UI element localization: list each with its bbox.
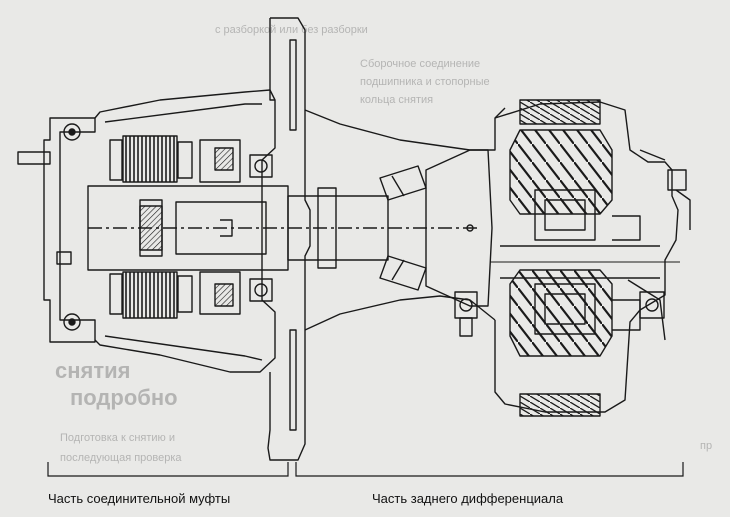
coupling-flange — [43, 117, 96, 343]
differential-neck-top — [304, 107, 506, 151]
coupling-bracket — [47, 462, 289, 477]
side-gear-block-bottom — [534, 283, 596, 335]
electromagnet-bottom — [199, 271, 241, 315]
ghost-text-5: Подготовка к снятию и — [60, 432, 175, 444]
drive-pinion — [425, 149, 493, 307]
ghost-text-7: пр — [700, 440, 713, 452]
bearing-coupling-bottom — [249, 278, 273, 302]
helical-gear-bottom — [509, 269, 613, 357]
ghost-text-4: кольца снятия — [360, 94, 434, 106]
side-bearing-left — [454, 291, 478, 319]
electromagnet-top — [199, 139, 241, 183]
differential-bracket — [295, 462, 684, 477]
ghost-head-1: снятия — [55, 358, 131, 383]
clutch-plates-top — [122, 135, 178, 183]
ring-gear-bottom — [519, 393, 601, 417]
flange-seal-bottom — [63, 313, 81, 331]
drain-plug — [667, 169, 687, 191]
case-mounting-flange — [267, 17, 311, 461]
input-stud — [17, 151, 51, 165]
ghost-text-3: подшипника и стопорные — [360, 76, 490, 88]
flange-seal-top — [63, 123, 81, 141]
ring-gear-top — [519, 99, 601, 125]
ghost-head-2: подробно — [70, 385, 178, 410]
side-gear-block-top — [534, 189, 596, 241]
helical-gear-top — [509, 129, 613, 215]
caption-differential: Часть заднего дифференциала — [372, 491, 564, 506]
coupling-housing — [94, 89, 276, 373]
bearing-coupling-top — [249, 154, 273, 178]
outlet-shaft-right — [612, 215, 641, 241]
ghost-text-1: с разборкой или без разборки — [215, 24, 368, 36]
ghost-text-6: последующая проверка — [60, 452, 182, 464]
ghost-text-2: Сборочное соединение — [360, 58, 481, 70]
caption-coupling: Часть соединительной муфты — [48, 491, 231, 506]
clutch-plates-bottom — [122, 271, 178, 319]
